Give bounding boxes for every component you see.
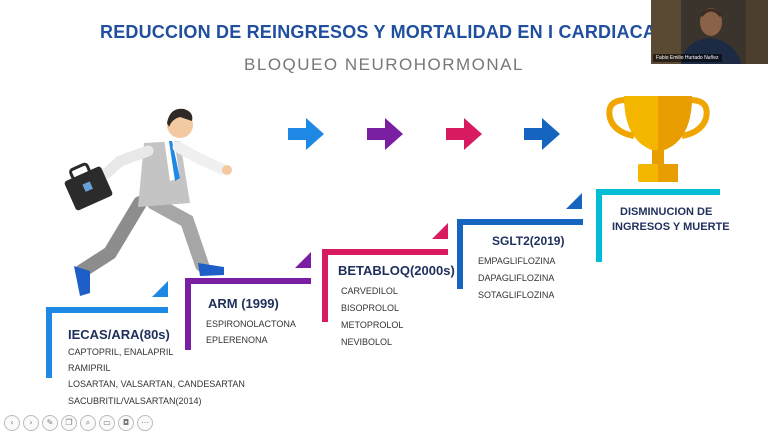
step-5-bar: [596, 189, 720, 195]
step-2-riser: [185, 278, 191, 350]
step-3-title: BETABLOQ(2000s): [338, 263, 455, 278]
slide-title: REDUCCION DE REINGRESOS Y MORTALIDAD EN …: [100, 22, 657, 42]
pen-icon[interactable]: ✎: [42, 415, 58, 431]
step-3-item: CARVEDILOL: [341, 286, 398, 296]
step-4-bar: [457, 219, 583, 225]
step-1-bar: [46, 307, 168, 313]
step-1-riser: [46, 307, 52, 378]
step-3-corner: [432, 223, 448, 239]
arrow-right-icon: [288, 118, 324, 150]
step-2-item: EPLERENONA: [206, 335, 268, 345]
arrow-right-icon: [367, 118, 403, 150]
step-2-bar: [185, 278, 311, 284]
step-3-bar: [322, 249, 448, 255]
step-3-item: BISOPROLOL: [341, 303, 400, 313]
step-2-item: ESPIRONOLACTONA: [206, 319, 296, 329]
camera-icon[interactable]: ◘: [118, 415, 134, 431]
step-1-title: IECAS/ARA(80s): [68, 327, 170, 342]
step-5-title-line1: DISMINUCION DE: [620, 206, 713, 218]
screen-icon[interactable]: ▭: [99, 415, 115, 431]
arrow-right-icon: [446, 118, 482, 150]
step-5-riser: [596, 189, 602, 262]
step-4-item: EMPAGLIFLOZINA: [478, 256, 556, 266]
participant-avatar: [651, 0, 768, 64]
step-2-corner: [295, 252, 311, 268]
step-1-corner: [152, 281, 168, 297]
slide-subtitle: BLOQUEO NEUROHORMONAL: [244, 55, 524, 74]
businessman-icon: [74, 108, 232, 296]
step-5-title-line2: INGRESOS Y MUERTE: [612, 221, 730, 233]
step-4-riser: [457, 219, 463, 289]
zoom-icon[interactable]: ⌕: [80, 415, 96, 431]
back-icon[interactable]: ‹: [4, 415, 20, 431]
step-2-title: ARM (1999): [208, 296, 279, 311]
trophy-icon: [606, 96, 710, 182]
step-4-corner: [566, 193, 582, 209]
participant-name: Fabio Emilio Hurtado Nuñez: [653, 54, 722, 62]
step-4-item: SOTAGLIFLOZINA: [478, 290, 555, 300]
forward-icon[interactable]: ›: [23, 415, 39, 431]
step-1-item: RAMIPRIL: [68, 363, 111, 373]
step-4-item: DAPAGLIFLOZINA: [478, 273, 555, 283]
step-1-item: SACUBRITIL/VALSARTAN(2014): [68, 396, 202, 406]
participant-video[interactable]: Fabio Emilio Hurtado Nuñez: [651, 0, 768, 64]
step-3-riser: [322, 249, 328, 322]
copy-icon[interactable]: ❐: [61, 415, 77, 431]
step-1-item: CAPTOPRIL, ENALAPRIL: [68, 347, 174, 357]
briefcase-icon: [64, 162, 113, 211]
step-1-item: LOSARTAN, VALSARTAN, CANDESARTAN: [68, 379, 245, 389]
step-4-title: SGLT2(2019): [492, 234, 565, 248]
presentation-toolbar: ‹ › ✎ ❐ ⌕ ▭ ◘ ⋯: [4, 415, 153, 431]
step-3-item: NEVIBOLOL: [341, 337, 393, 347]
arrow-right-icon: [524, 118, 560, 150]
step-3-item: METOPROLOL: [341, 320, 404, 330]
more-icon[interactable]: ⋯: [137, 415, 153, 431]
